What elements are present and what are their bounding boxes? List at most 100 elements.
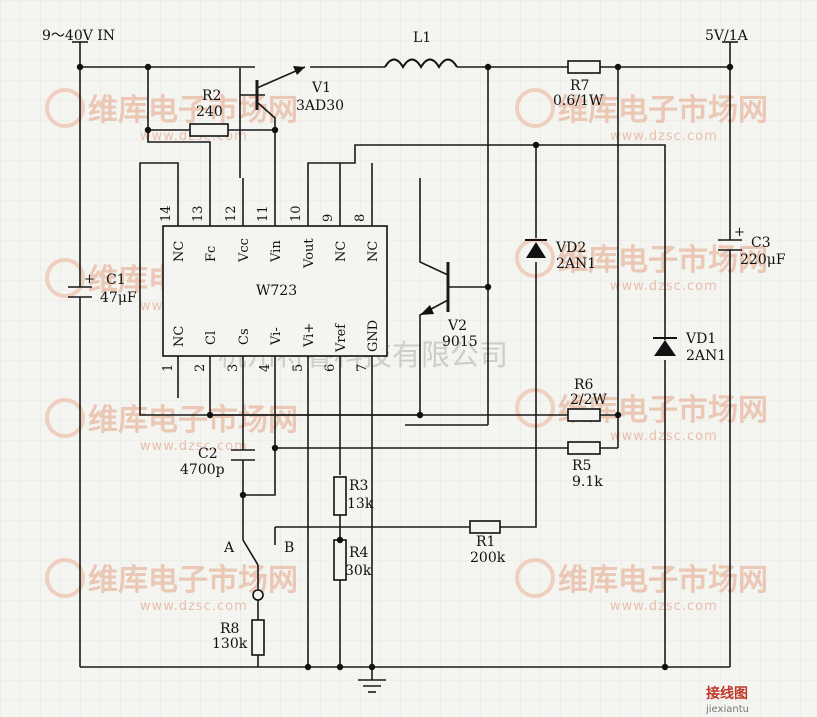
vd2-value: 2AN1 (556, 256, 596, 272)
r5-value: 9.1k (572, 474, 603, 490)
watermark-logo-icon (45, 558, 85, 598)
watermark-url-7: www.dzsc.com (140, 599, 248, 614)
resistor-r8 (251, 619, 265, 656)
pin-name: NC (334, 241, 349, 262)
r1-label: R1 (476, 534, 495, 550)
pin-number: 13 (191, 205, 206, 222)
watermark-logo-icon (515, 388, 555, 428)
pin-number: 4 (258, 364, 273, 372)
watermark-brand-7: 维库电子市场网 (88, 563, 298, 598)
v1-label: V1 (311, 80, 331, 96)
resistor-r6 (567, 408, 601, 422)
watermark-url-4: www.dzsc.com (610, 279, 718, 294)
c3-value: 220μF (740, 252, 786, 268)
pin-number: 10 (289, 205, 304, 222)
pin-number: 9 (321, 214, 336, 222)
watermark-logo-icon (45, 398, 85, 438)
watermark-logo-icon (515, 558, 555, 598)
watermark-url-6: www.dzsc.com (610, 429, 718, 444)
pin-name: NC (172, 241, 187, 262)
r8-value: 130k (212, 636, 248, 652)
v1-value: 3AD30 (296, 98, 344, 114)
watermark-url-5: www.dzsc.com (140, 439, 248, 454)
r7-value: 0.6/1W (553, 93, 604, 109)
switch-b-label: B (284, 540, 294, 556)
ic-top-pins: 14 13 12 11 10 9 8 NC Fc Vcc Vin Vout NC… (159, 205, 381, 269)
diode-vd1-icon (653, 337, 677, 356)
r8-label: R8 (220, 621, 239, 637)
pin-name: Vref (334, 323, 349, 353)
r6-label: R6 (574, 377, 594, 393)
vd1-value: 2AN1 (686, 348, 726, 364)
pin-number: 1 (161, 364, 176, 372)
pin-number: 11 (256, 205, 271, 222)
pin-name: Cs (237, 328, 252, 345)
switch-a-label: A (223, 540, 235, 556)
c3-plus-icon: + (734, 225, 745, 240)
watermark-brand-1: 维库电子市场网 (88, 93, 298, 128)
watermark-logo-icon (45, 88, 85, 128)
l1-label: L1 (413, 30, 431, 46)
r4-label: R4 (349, 545, 369, 561)
r1-value: 200k (470, 550, 506, 566)
c2-label: C2 (198, 446, 218, 462)
pin-name: NC (366, 241, 381, 262)
watermark-brand-4: 维库电子市场网 (558, 243, 768, 278)
watermark-brand-8: 维库电子市场网 (558, 563, 768, 598)
resistor-r2 (189, 123, 229, 137)
pin-number: 5 (291, 364, 306, 372)
c2-value: 4700p (180, 462, 225, 478)
r3-value: 13k (347, 496, 374, 512)
c3-label: C3 (751, 235, 771, 251)
corner-site-name: 接线图 (706, 685, 748, 702)
r5-label: R5 (572, 458, 591, 474)
pin-number: 3 (226, 364, 241, 372)
corner-watermark: 接线图 jiexiantu (705, 685, 749, 715)
junction-dots (76, 63, 734, 671)
pin-name: Vout (302, 238, 317, 269)
pin-name: Vin (269, 240, 284, 263)
pin-number: 7 (355, 364, 370, 372)
pin-name: NC (172, 326, 187, 347)
corner-site-url: jiexiantu (705, 704, 749, 715)
watermark-url-2: www.dzsc.com (610, 129, 718, 144)
resistor-r1 (469, 520, 501, 534)
v2-emitter-arrow-icon (420, 305, 434, 315)
pin-name: Fc (204, 246, 219, 262)
r2-label: R2 (202, 88, 221, 104)
resistor-r5 (567, 441, 601, 455)
pin-name: Cl (204, 331, 219, 345)
input-label: 9～40V IN (42, 28, 115, 44)
vd1-label: VD1 (685, 331, 716, 347)
pin-name: GND (366, 320, 381, 352)
component-labels: 9～40V IN 5V/1A L1 V1 3AD30 R2 240 R7 0.6… (42, 28, 786, 652)
r2-value: 240 (196, 104, 223, 120)
watermark-brand-5: 维库电子市场网 (88, 403, 298, 438)
pin-number: 14 (159, 205, 174, 222)
r7-label: R7 (570, 78, 589, 94)
switch-lever (242, 539, 259, 566)
r4-value: 30k (345, 563, 372, 579)
pin-number: 2 (193, 364, 208, 372)
c1-label: C1 (106, 272, 126, 288)
pin-name: Vi+ (302, 323, 317, 348)
r6-value: 2/2W (570, 392, 608, 408)
pin-name: Vcc (237, 238, 252, 263)
pin-name: Vi- (269, 327, 284, 346)
diode-vd2-icon (525, 239, 547, 258)
ic-w723-body (162, 225, 388, 357)
watermark-logo-icon (515, 88, 555, 128)
v2-label: V2 (447, 318, 467, 334)
watermark-brand-2: 维库电子市场网 (558, 93, 768, 128)
resistor-r7 (567, 60, 601, 74)
pin-number: 12 (224, 205, 239, 222)
v2-value: 9015 (442, 334, 478, 350)
c1-value: 47μF (100, 290, 137, 306)
output-label: 5V/1A (705, 28, 749, 44)
inductor-l1-icon (384, 58, 458, 69)
vd2-label: VD2 (555, 240, 586, 256)
pin-number: 6 (323, 364, 338, 372)
